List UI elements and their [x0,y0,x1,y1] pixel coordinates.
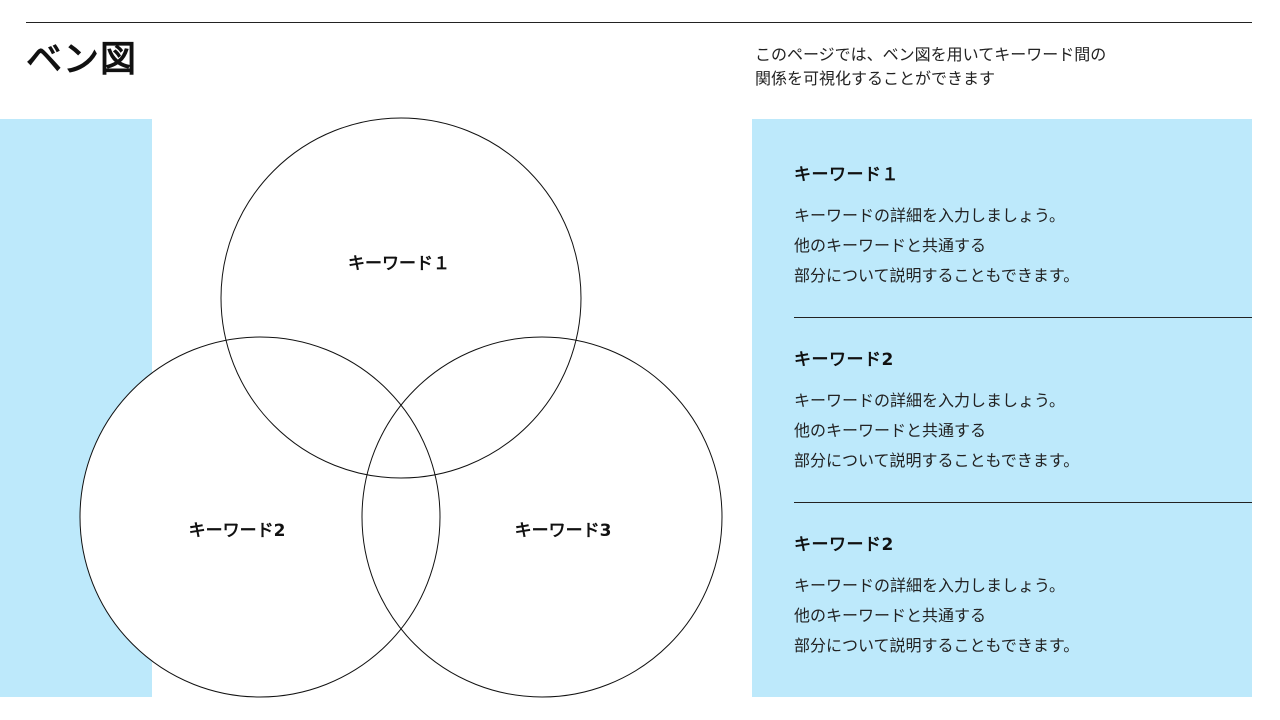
venn-label-keyword-1: キーワード１ [348,254,450,274]
keyword-card-line: キーワードの詳細を入力しましょう。 [794,576,1066,595]
venn-circle-keyword-3 [361,336,723,698]
venn-label-keyword-3: キーワード3 [515,521,612,541]
keyword-card-line: 他のキーワードと共通する [794,421,987,440]
description-panel: キーワード１ キーワードの詳細を入力しましょう。 他のキーワードと共通する 部分… [752,119,1252,697]
keyword-card-line: 他のキーワードと共通する [794,236,987,255]
venn-circle-keyword-1 [220,117,582,479]
keyword-card-line: 部分について説明することもできます。 [794,636,1080,655]
keyword-card-heading: キーワード１ [794,165,899,185]
keyword-card-body: キーワードの詳細を入力しましょう。 他のキーワードと共通する 部分について説明す… [794,571,1252,661]
keyword-card-line: 他のキーワードと共通する [794,606,987,625]
keyword-card-heading: キーワード2 [794,535,894,555]
keyword-card-line: キーワードの詳細を入力しましょう。 [794,206,1066,225]
keyword-card-line: 部分について説明することもできます。 [794,451,1080,470]
intro-line-1: このページでは、ベン図を用いてキーワード間の [755,45,1107,64]
page-title: ベン図 [26,39,138,80]
keyword-card-line: 部分について説明することもできます。 [794,266,1080,285]
venn-diagram: キーワード１ キーワード2 キーワード3 [79,117,723,698]
keyword-card-line: キーワードの詳細を入力しましょう。 [794,391,1066,410]
venn-disk-2 [80,337,440,697]
keyword-card-body: キーワードの詳細を入力しましょう。 他のキーワードと共通する 部分について説明す… [794,201,1252,291]
intro-line-2: 関係を可視化することができます [755,69,996,88]
venn-label-keyword-2: キーワード2 [189,521,286,541]
card-divider-2 [794,502,1252,503]
keyword-card-body: キーワードの詳細を入力しましょう。 他のキーワードと共通する 部分について説明す… [794,386,1252,476]
keyword-card-heading: キーワード2 [794,350,894,370]
keyword-card-3: キーワード2 キーワードの詳細を入力しましょう。 他のキーワードと共通する 部分… [794,533,1252,661]
intro-text: このページでは、ベン図を用いてキーワード間の 関係を可視化することができます [755,43,1175,91]
keyword-card-1: キーワード１ キーワードの詳細を入力しましょう。 他のキーワードと共通する 部分… [794,163,1252,291]
card-divider-1 [794,317,1252,318]
keyword-card-2: キーワード2 キーワードの詳細を入力しましょう。 他のキーワードと共通する 部分… [794,348,1252,476]
venn-circle-keyword-2 [79,336,441,698]
venn-disk-3 [362,337,722,697]
top-rule [26,22,1252,23]
